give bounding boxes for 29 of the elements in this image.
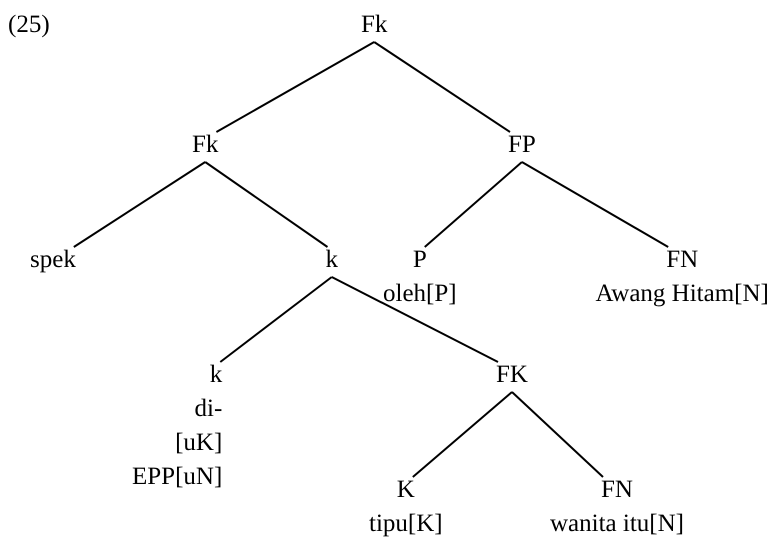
example-number: (25) xyxy=(8,10,50,40)
tree-branch xyxy=(220,276,332,363)
category-label: P xyxy=(412,245,427,275)
tree-branch xyxy=(216,41,375,133)
tree-branch xyxy=(73,161,206,248)
feature-label: di- xyxy=(194,394,222,424)
category-label: FK xyxy=(496,360,528,390)
tree-branch xyxy=(204,161,328,248)
feature-label: wanita itu[N] xyxy=(550,509,684,538)
category-label: spek xyxy=(30,245,76,275)
category-label: k xyxy=(326,245,338,275)
tree-branch xyxy=(521,161,669,248)
category-label: Fk xyxy=(361,10,388,40)
tree-branch xyxy=(331,276,498,363)
category-label: FN xyxy=(666,245,698,275)
tree-branch xyxy=(511,391,604,478)
tree-branch xyxy=(412,391,513,478)
tree-branch xyxy=(374,41,511,133)
tree-branch xyxy=(424,161,523,248)
category-label: K xyxy=(396,475,415,505)
category-label: FP xyxy=(508,130,536,160)
feature-label: tipu[K] xyxy=(369,509,443,538)
feature-label: [uK] xyxy=(175,428,222,458)
feature-label: oleh[P] xyxy=(383,279,457,309)
feature-label: Awang Hitam[N] xyxy=(596,279,769,309)
category-label: FN xyxy=(601,475,633,505)
feature-label: EPP[uN] xyxy=(132,462,222,492)
category-label: k xyxy=(210,360,222,390)
category-label: Fk xyxy=(192,130,218,160)
